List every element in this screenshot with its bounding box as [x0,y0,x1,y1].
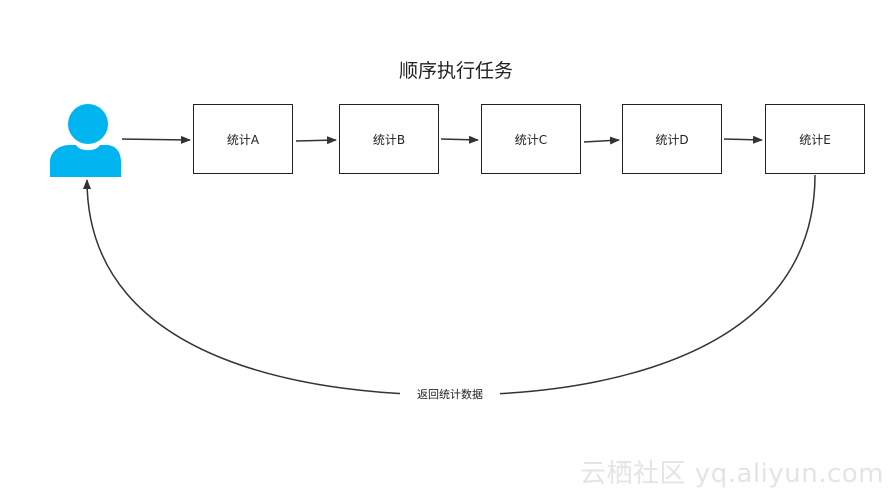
step-box-b: 统计B [339,104,439,174]
arrow-b-to-c [440,135,479,144]
step-box-c: 统计C [481,104,581,174]
arrow-d-to-e [723,135,763,144]
return-label: 返回统计数据 [400,387,500,403]
user-icon [50,104,121,177]
step-box-d: 统计D [622,104,722,174]
step-box-a: 统计A [193,104,293,174]
return-arrow [83,174,816,396]
arrow-c-to-d [583,136,620,145]
arrow-user-to-a [121,135,191,144]
diagram-title: 顺序执行任务 [398,60,513,82]
step-box-e: 统计E [765,104,865,174]
watermark: 云栖社区 yq.aliyun.com [580,459,884,489]
arrow-a-to-b [295,136,337,145]
